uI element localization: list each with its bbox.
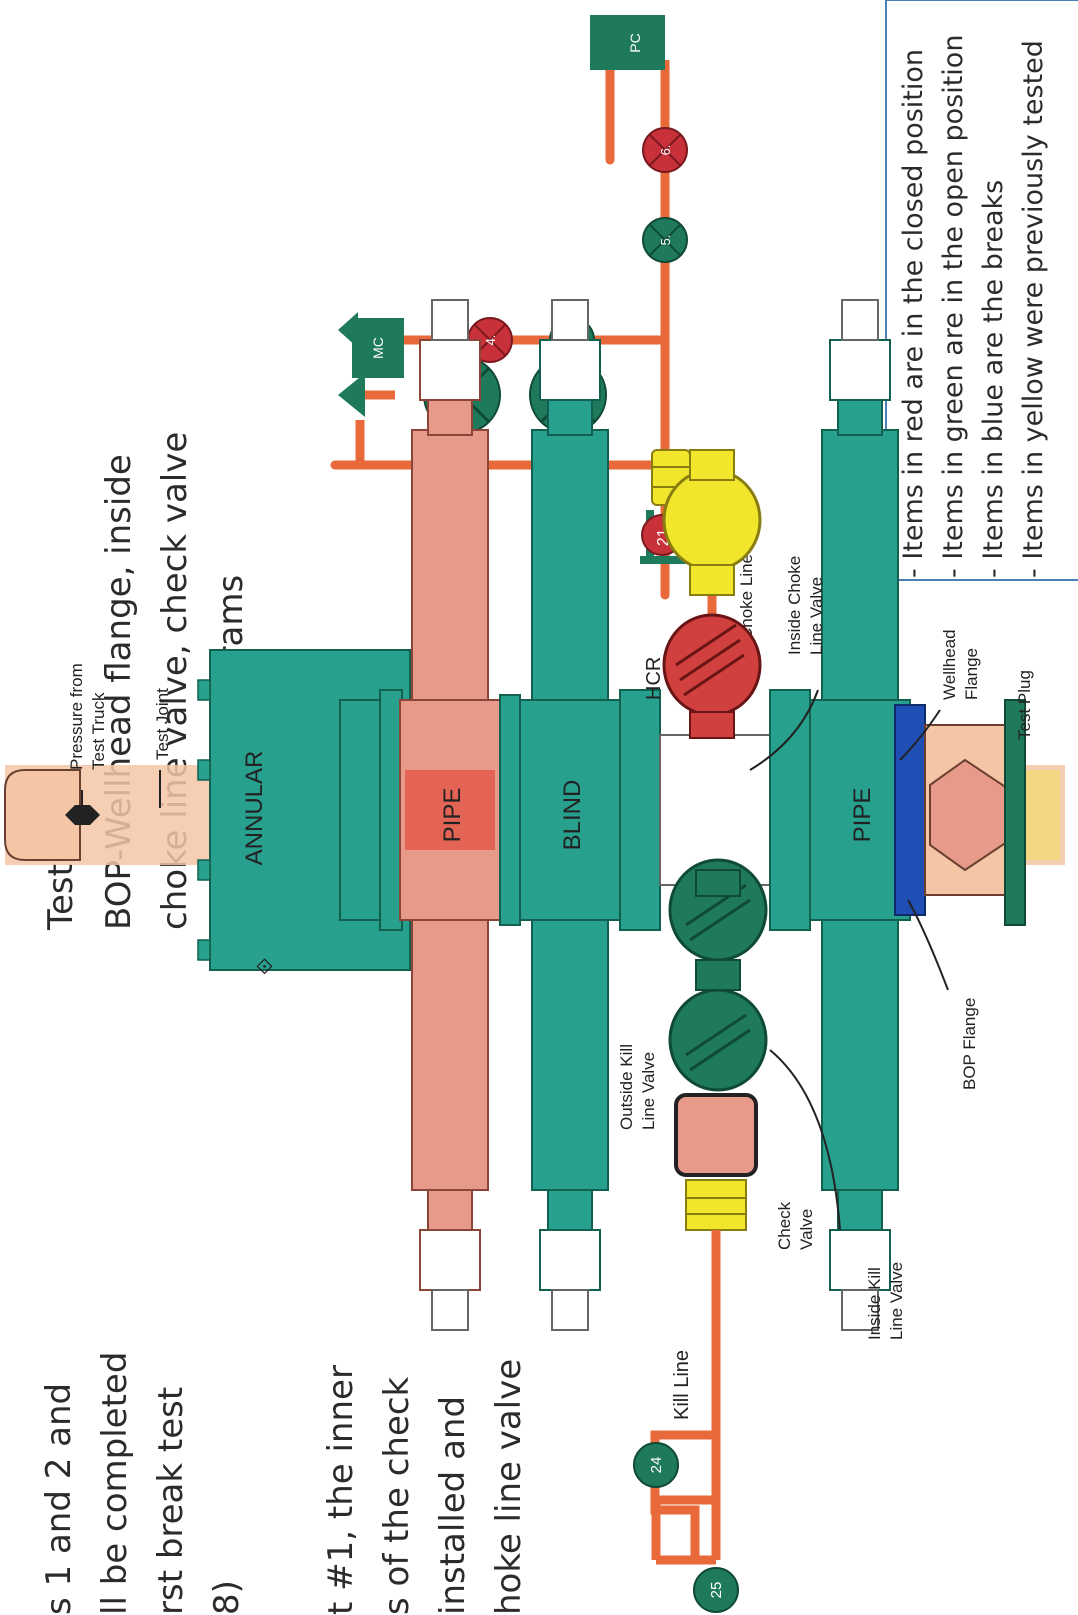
annular-icon: ⟐ (253, 958, 278, 975)
inside-kill-label-1: Inside Kill (865, 1267, 884, 1340)
valve-24-label: 24 (648, 1457, 665, 1474)
hcr-valve[interactable] (662, 468, 762, 572)
inside-choke-label-2: Line Valve (807, 577, 826, 655)
test-joint-label: Test Joint (153, 688, 172, 760)
wellhead-flange-label-2: Flange (962, 648, 981, 700)
notes-block2-line-4: hoke line valve (489, 1359, 529, 1615)
inside-choke-leader (749, 689, 819, 771)
valve-25-label: 25 (708, 1582, 725, 1599)
notes-block2-line-1: t #1, the inner (321, 1365, 361, 1615)
legend-item-green: - Items in green are in the open positio… (938, 35, 969, 578)
upper-pipe-ram[interactable] (399, 299, 501, 1331)
annular-label: ANNULAR (241, 751, 268, 866)
test-joint-top (4, 769, 81, 861)
inside-choke-label-1: Inside Choke (785, 556, 804, 655)
upper-pipe-label: PIPE (439, 788, 466, 843)
drilling-spool (659, 734, 771, 886)
notes-block2-line-2: s of the check (377, 1376, 417, 1615)
hcr-label: HCR (643, 657, 665, 700)
spool-pipe-blind (499, 694, 521, 926)
notes-block2-line-3: installed and (433, 1396, 473, 1615)
choke-line-label: Choke Line (737, 554, 756, 640)
test-plug-label: Test Plug (1015, 670, 1034, 740)
legend-item-red: - Items in red are in the closed positio… (898, 49, 929, 578)
wellhead-flange-break[interactable] (894, 704, 926, 916)
check-valve-label-1: Check (775, 1201, 794, 1250)
lower-pipe-label: PIPE (849, 788, 876, 843)
wellhead-flange-label-1: Wellhead (940, 629, 959, 700)
pc-label: PC (627, 33, 643, 52)
wellhead-base (1004, 699, 1026, 926)
valve-24[interactable] (633, 1442, 679, 1488)
outside-kill-line-valve[interactable] (668, 988, 768, 1092)
kill-line-label: Kill Line (671, 1350, 693, 1420)
spool-blind-cross (619, 689, 661, 931)
bop-flange-label: BOP Flange (960, 998, 979, 1090)
legend-item-blue: - Items in blue are the breaks (978, 180, 1009, 578)
arrow-up-icon (338, 373, 365, 417)
spool-cross-lower (769, 689, 811, 931)
notes-block1-line-3: rst break test (151, 1387, 191, 1615)
inside-kill-leader (769, 1049, 841, 1231)
pc-arrow-icon (596, 30, 616, 70)
lower-pipe-ram[interactable] (809, 299, 911, 1331)
notes-block1-line-1: s 1 and 2 and (39, 1383, 79, 1615)
pressure-from-label-1: Pressure from (67, 663, 86, 770)
annular-flange (379, 689, 403, 931)
outside-kill-label-1: Outside Kill (617, 1044, 636, 1130)
blind-ram[interactable] (519, 299, 621, 1331)
blind-label: BLIND (559, 780, 586, 851)
pressure-from-label-2: Test Truck (89, 692, 108, 770)
legend-item-yellow: - Items in yellow were previously tested (1018, 40, 1049, 578)
legend-box (885, 0, 1078, 581)
mc-arrow-icon (338, 312, 358, 348)
valve-4-label: 4. (483, 335, 498, 346)
check-valve[interactable] (674, 1093, 758, 1177)
wellhead-leader (899, 709, 941, 761)
valve-25[interactable] (693, 1567, 739, 1613)
mc-label: MC (370, 337, 386, 359)
outside-kill-label-2: Line Valve (639, 1052, 658, 1130)
inside-kill-label-2: Line Valve (887, 1262, 906, 1340)
valve-5-label: 5. (658, 235, 673, 246)
check-valve-label-2: Valve (797, 1209, 816, 1250)
bop-flange-leader (907, 899, 949, 991)
pc-box (590, 15, 665, 70)
notes-block1-line-2: ll be completed (95, 1352, 135, 1615)
notes-block1-line-4: 8) (207, 1580, 247, 1615)
mc-box (352, 318, 404, 378)
valve-6-label: 6. (658, 145, 673, 156)
kill-line-connector-yellow (685, 1179, 747, 1231)
